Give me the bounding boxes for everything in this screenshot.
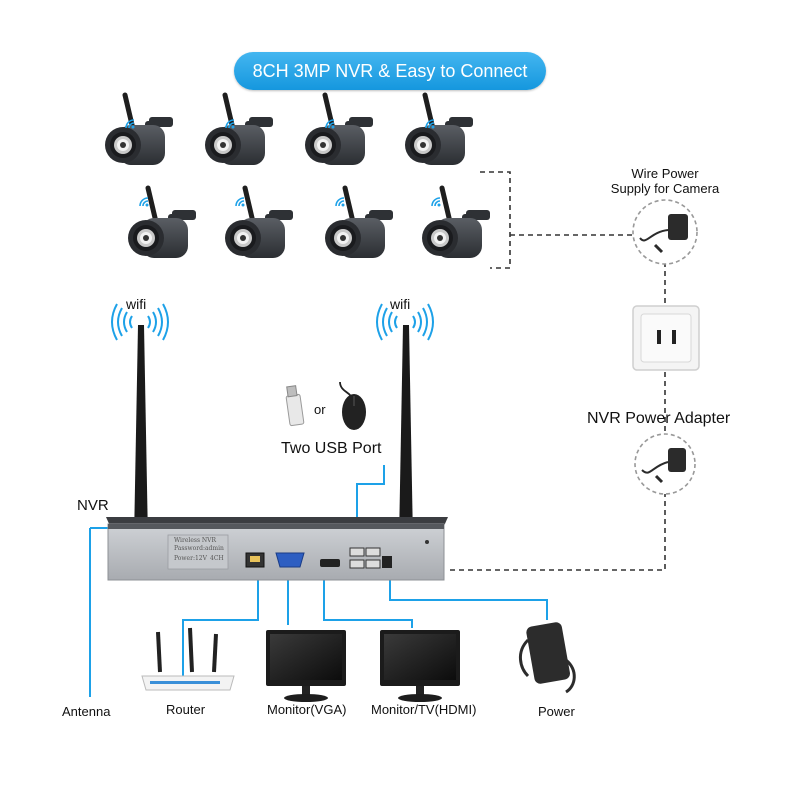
nvr-power-adapter-label: NVR Power Adapter bbox=[587, 410, 731, 427]
antenna-left-icon bbox=[132, 325, 150, 548]
monitor-hdmi-icon bbox=[380, 630, 460, 702]
wall-outlet-icon bbox=[632, 305, 700, 371]
camera-row-top bbox=[105, 95, 473, 165]
wifi-signal-icon bbox=[139, 197, 150, 208]
usb-port-label: Two USB Port bbox=[281, 440, 382, 457]
power-supply-icon bbox=[519, 622, 576, 694]
camera-icon bbox=[405, 95, 473, 165]
router-icon bbox=[141, 627, 235, 691]
antenna-right-icon bbox=[397, 325, 415, 548]
camera-icon bbox=[325, 188, 393, 258]
nvr-panel-line1: Wireless NVR bbox=[174, 537, 217, 544]
monitor-vga-label: Monitor(VGA) bbox=[267, 702, 347, 717]
nvr-label: NVR bbox=[77, 497, 109, 514]
wifi-label-right: wifi bbox=[390, 296, 411, 312]
camera-icon bbox=[422, 188, 490, 258]
wifi-signal-icon bbox=[235, 197, 246, 208]
camera-icon bbox=[205, 95, 273, 165]
power-label: Power bbox=[538, 704, 575, 719]
mouse-icon bbox=[339, 381, 366, 430]
or-label: or bbox=[314, 402, 326, 417]
camera-icon bbox=[305, 95, 373, 165]
blue-connection-lines bbox=[89, 465, 548, 697]
monitor-hdmi-label: Monitor/TV(HDMI) bbox=[371, 702, 477, 717]
usb-stick-icon bbox=[285, 385, 305, 427]
nvr-panel-line3: Power:12V bbox=[174, 555, 207, 562]
camera-icon bbox=[105, 95, 173, 165]
camera-power-dashed-lines bbox=[450, 171, 666, 571]
router-label: Router bbox=[166, 702, 206, 717]
wifi-signal-icon bbox=[335, 197, 346, 208]
monitor-vga-icon bbox=[266, 630, 346, 702]
antenna-label: Antenna bbox=[62, 704, 111, 719]
wifi-label-left: wifi bbox=[126, 296, 147, 312]
nvr-device bbox=[106, 517, 448, 581]
wire-power-label: Wire Power Supply for Camera bbox=[610, 166, 720, 196]
camera-icon bbox=[128, 188, 196, 258]
camera-power-adapter-icon bbox=[632, 199, 698, 265]
camera-icon bbox=[225, 188, 293, 258]
title-banner: 8CH 3MP NVR & Easy to Connect bbox=[234, 52, 546, 90]
nvr-panel-line2: Password:admin bbox=[174, 545, 224, 552]
nvr-panel-line4: 4CH bbox=[210, 555, 224, 562]
camera-row-bottom bbox=[128, 188, 490, 258]
nvr-power-adapter-icon bbox=[634, 433, 696, 495]
wifi-signal-icon bbox=[431, 197, 442, 208]
